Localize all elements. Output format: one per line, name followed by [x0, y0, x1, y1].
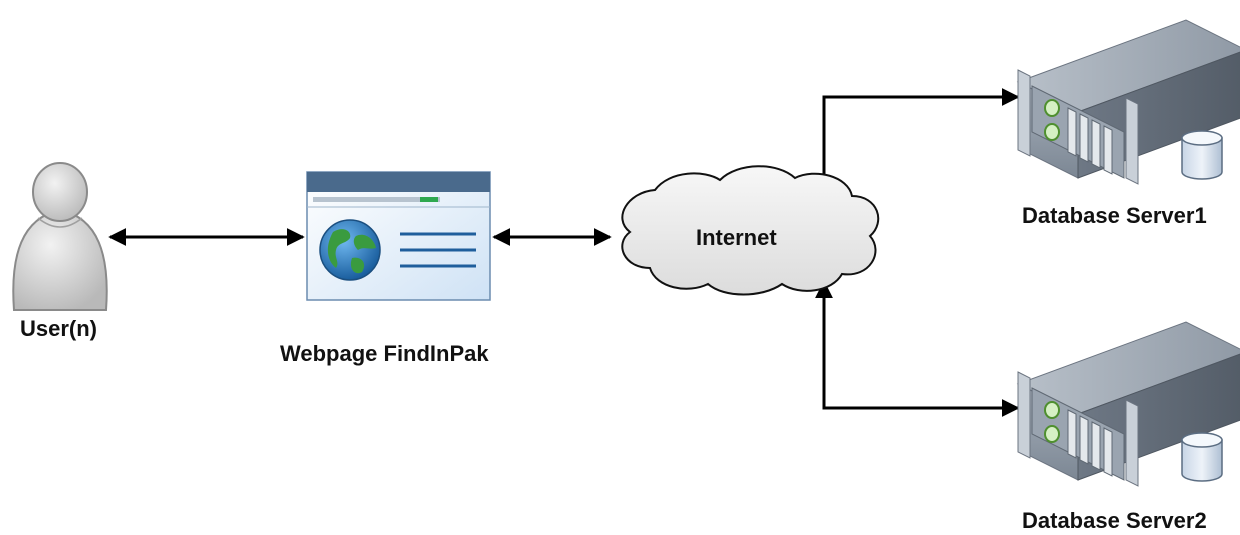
server-database-icon-2	[1017, 321, 1240, 487]
user-icon	[12, 162, 108, 311]
webpage-label: Webpage FindInPak	[280, 341, 489, 366]
edge-internet-db1	[815, 88, 1020, 195]
edge-internet-db2	[815, 280, 1020, 417]
webpage-globe-icon	[306, 171, 491, 301]
cloud-icon	[621, 165, 880, 296]
server-database-icon-1	[1017, 19, 1240, 185]
database-server2-label: Database Server2	[1022, 508, 1207, 533]
user-label: User(n)	[20, 316, 98, 341]
internet-label: Internet	[696, 225, 777, 250]
database-server1-label: Database Server1	[1022, 203, 1207, 228]
